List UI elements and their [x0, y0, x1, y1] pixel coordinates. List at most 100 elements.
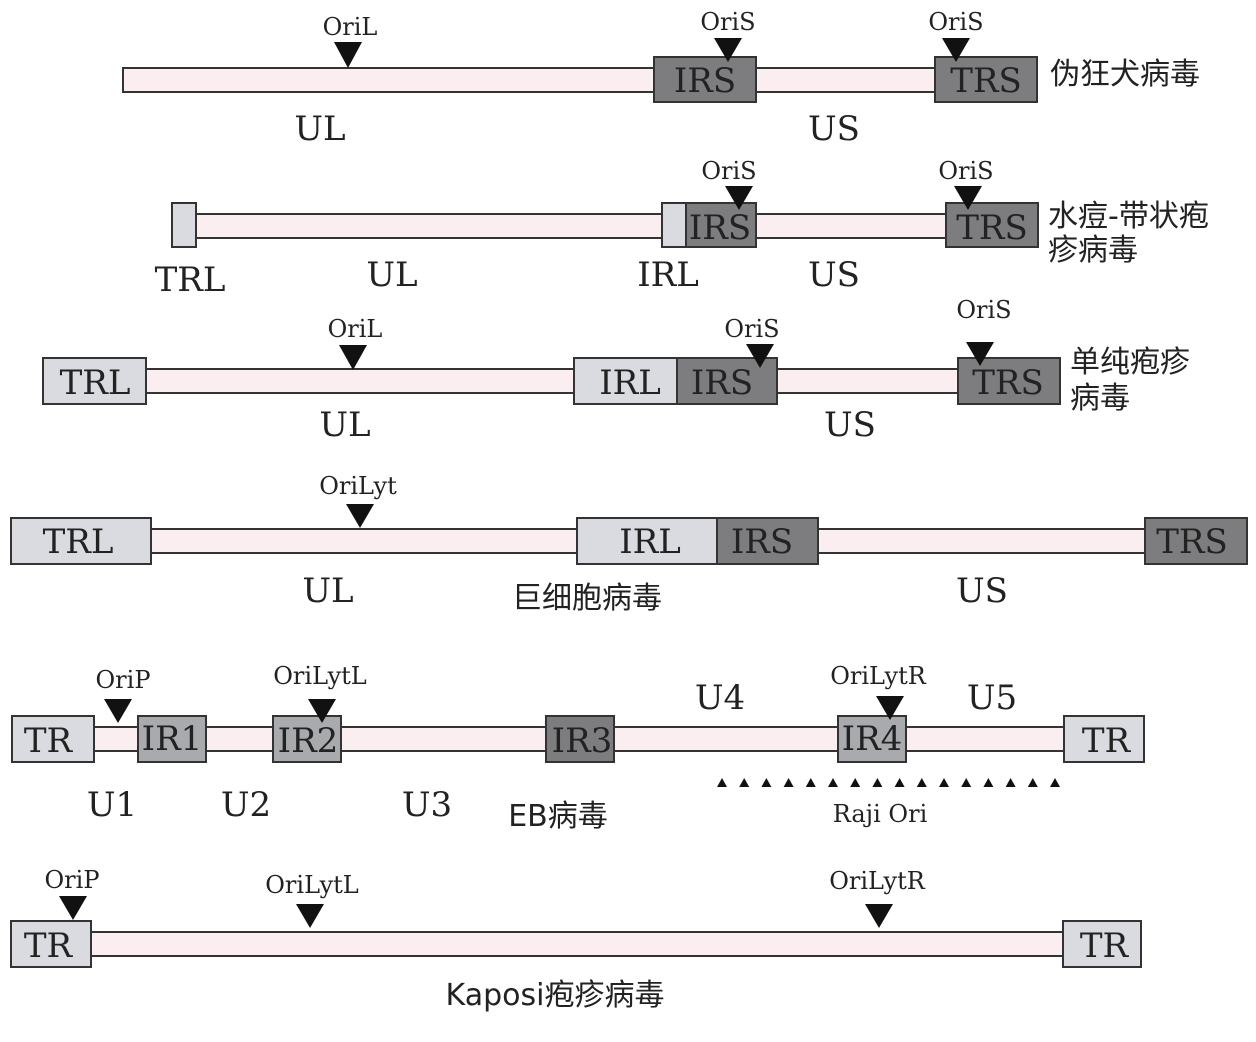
raji-ori-marker: [850, 778, 861, 787]
origin-marker: [865, 904, 893, 928]
genome-line: [817, 528, 1146, 554]
raji-ori-markers: [717, 778, 1060, 787]
region-label-ul: UL: [319, 405, 370, 445]
segment-tr-label: TR: [1080, 926, 1130, 966]
raji-ori-marker: [739, 778, 750, 787]
segment-irs: [716, 517, 819, 565]
genome-line: [145, 368, 575, 394]
origin-marker: [339, 345, 367, 370]
segment-trs-label: TRS: [1156, 522, 1228, 562]
raji-ori-marker: [872, 778, 883, 787]
genome-cytomegalovirus: TRL IRL IRS TRS OriLyt UL US 巨细胞病毒: [10, 472, 1248, 616]
genome-kaposi: TR TR OriP OriLytL OriLytR Kaposi疱疹病毒: [10, 866, 1142, 1013]
genome-line: [613, 726, 839, 752]
origin-label: OriLytR: [829, 867, 926, 895]
genome-line: [205, 726, 274, 752]
segment-irs-label: IRS: [689, 208, 751, 248]
origin-marker: [942, 38, 970, 62]
origin-label: OriP: [96, 666, 151, 694]
origin-marker: [59, 896, 87, 920]
segment-tr-label: TR: [24, 926, 74, 966]
segment-trs-label: TRS: [972, 363, 1044, 403]
segment-trs: [957, 357, 1061, 405]
genome-epstein-barr: TR IR1 IR2 IR3 IR4 TR OriP OriLytL OriLy…: [11, 662, 1145, 834]
region-label-u4: U4: [695, 678, 745, 718]
segment-trl: [171, 202, 197, 248]
segment-ir4: [837, 715, 907, 763]
raji-ori-marker: [783, 778, 794, 787]
origin-label: OriL: [328, 315, 383, 343]
segment-ir1-label: IR1: [142, 719, 203, 759]
region-label-us: US: [956, 571, 1008, 611]
region-label-u1: U1: [87, 785, 137, 825]
raji-ori-marker: [916, 778, 927, 787]
raji-ori-marker: [894, 778, 905, 787]
region-label-us: US: [808, 255, 860, 295]
genome-varicella-zoster: IRS TRS OriS OriS TRL UL IRL US 水痘-带状疱 疹…: [155, 157, 1209, 300]
origin-label: OriLytL: [273, 662, 367, 690]
region-label-trl: TRL: [155, 260, 226, 300]
segment-ir4-label: IR4: [842, 719, 903, 759]
raji-ori-marker: [1005, 778, 1016, 787]
origin-label: OriS: [724, 315, 779, 343]
genome-line: [122, 67, 656, 93]
genome-herpes-simplex: TRL IRL IRS TRS OriL OriS OriS UL US 单纯疱…: [42, 296, 1190, 445]
segment-tr: [11, 715, 95, 763]
segment-irs-label: IRS: [674, 61, 736, 101]
origin-marker: [296, 904, 324, 928]
segment-tr: [1063, 715, 1145, 763]
origin-label: OriS: [700, 8, 755, 36]
origin-label: OriS: [928, 8, 983, 36]
segment-irl-label: IRL: [619, 522, 681, 562]
region-label-us: US: [808, 109, 860, 149]
raji-ori-marker: [983, 778, 994, 787]
segment-irs-label: IRS: [691, 363, 753, 403]
segment-irs: [653, 56, 757, 103]
raji-ori-label: Raji Ori: [833, 800, 928, 828]
origin-marker: [308, 699, 336, 723]
virus-name-line1: 水痘-带状疱: [1048, 199, 1209, 234]
segment-tr: [1062, 920, 1142, 968]
genome-line: [340, 726, 547, 752]
segment-tr-label: TR: [1082, 721, 1132, 761]
segment-irl-label: IRL: [599, 363, 661, 403]
segment-irl: [576, 517, 718, 565]
segment-irl: [661, 202, 687, 248]
segment-trl-label: TRL: [60, 363, 131, 403]
virus-name: 巨细胞病毒: [512, 581, 662, 616]
raji-ori-marker: [717, 778, 727, 787]
genome-line: [90, 931, 1064, 957]
origin-marker: [954, 186, 982, 210]
origin-label: OriS: [938, 157, 993, 185]
segment-irs-label: IRS: [731, 522, 793, 562]
raji-ori-marker: [1050, 778, 1060, 787]
origin-label: OriLytR: [830, 662, 927, 690]
genome-line: [754, 67, 936, 93]
origin-label: OriP: [45, 866, 100, 894]
segment-irs: [685, 202, 757, 248]
region-label-ul: UL: [302, 571, 353, 611]
origin-label: OriS: [701, 157, 756, 185]
segment-tr: [10, 920, 92, 968]
virus-name: 伪狂犬病毒: [1050, 57, 1200, 92]
region-label-u5: U5: [967, 678, 1017, 718]
segment-tr-label: TR: [24, 721, 74, 761]
region-label-u3: U3: [402, 785, 452, 825]
segment-trl: [10, 517, 152, 565]
raji-ori-marker: [961, 778, 972, 787]
genome-line: [755, 213, 947, 239]
segment-ir3-label: IR3: [552, 721, 613, 761]
origin-marker: [966, 342, 994, 366]
region-label-ul: UL: [294, 109, 345, 149]
origin-marker: [876, 696, 904, 720]
raji-ori-marker: [828, 778, 838, 787]
origin-marker: [334, 42, 362, 68]
genome-line: [776, 368, 959, 394]
segment-trl-label: TRL: [43, 522, 114, 562]
virus-name-line2: 病毒: [1070, 381, 1130, 416]
virus-name: EB病毒: [508, 799, 608, 834]
origin-marker: [104, 699, 132, 723]
raji-ori-marker: [761, 778, 772, 787]
genome-line: [905, 726, 1065, 752]
origin-label: OriLytL: [265, 871, 359, 899]
